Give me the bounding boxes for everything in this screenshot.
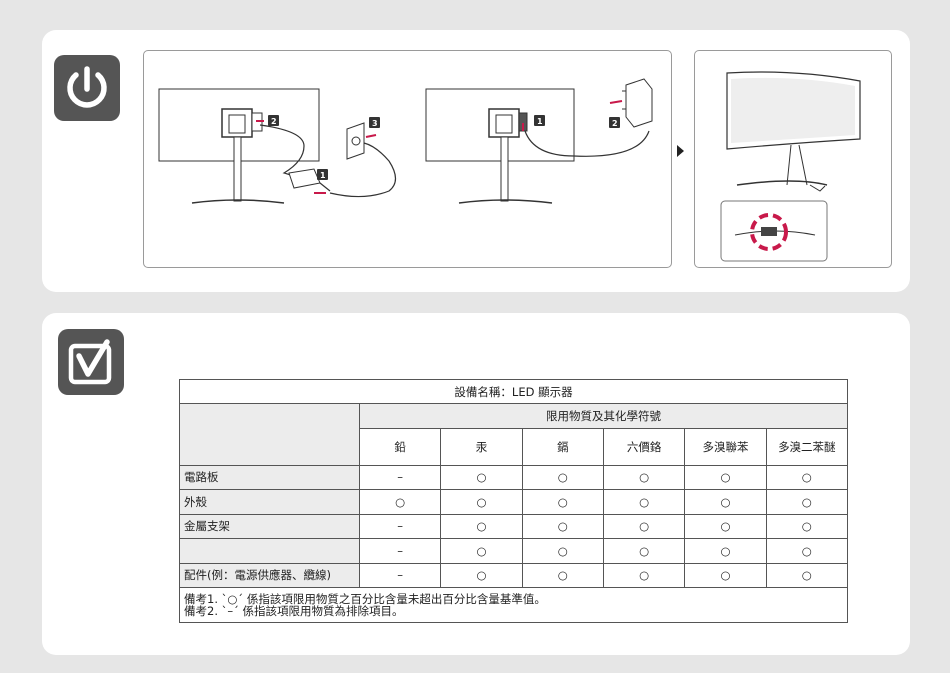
table-row: – ○ ○ ○ ○ ○ — [180, 539, 848, 564]
table-cell: ○ — [766, 514, 847, 539]
substance-header: 鎘 — [522, 428, 603, 465]
svg-text:1: 1 — [320, 171, 326, 180]
table-cell: ○ — [441, 514, 522, 539]
step-badge-2b: 2 — [609, 117, 620, 128]
table-cell: – — [360, 465, 441, 490]
connection-diagram-frame: 2 1 3 — [143, 50, 672, 268]
substance-header: 汞 — [441, 428, 522, 465]
table-cell: ○ — [360, 490, 441, 515]
substance-header: 多溴聯苯 — [685, 428, 766, 465]
table-cell: ○ — [766, 563, 847, 588]
table-cell: ○ — [685, 465, 766, 490]
table-title: 設備名稱：LED 顯示器 — [180, 380, 848, 404]
table-cell: – — [360, 563, 441, 588]
table-cell: ○ — [685, 514, 766, 539]
table-cell: ○ — [522, 563, 603, 588]
notes-cell: 備考1. ˋ○ˊ 係指該項限用物質之百分比含量未超出百分比含量基準值。 備考2.… — [180, 588, 848, 623]
zoom-inset — [721, 201, 827, 261]
table-row: 外殼 ○ ○ ○ ○ ○ ○ — [180, 490, 848, 515]
svg-text:3: 3 — [372, 119, 378, 128]
table-cell: ○ — [522, 490, 603, 515]
connection-diagram: 2 1 3 — [144, 51, 673, 269]
unit-header-cell — [180, 404, 360, 466]
step-badge-1b: 1 — [534, 115, 545, 126]
substance-header: 鉛 — [360, 428, 441, 465]
table-cell: ○ — [441, 490, 522, 515]
table-group-header-row: 限用物質及其化學符號 — [180, 404, 848, 429]
note-line: 備考2. ˋ–ˊ 係指該項限用物質為排除項目。 — [184, 605, 843, 617]
wall-outlet-1 — [347, 123, 376, 159]
table-cell: ○ — [685, 539, 766, 564]
compliance-panel: 設備名稱：LED 顯示器 限用物質及其化學符號 鉛 汞 鎘 六價鉻 多溴聯苯 多… — [42, 313, 910, 655]
table-cell: – — [360, 539, 441, 564]
table-cell: ○ — [603, 514, 684, 539]
table-cell: ○ — [441, 539, 522, 564]
unit-name: 配件(例：電源供應器、纜線) — [180, 563, 360, 588]
table-row: 金屬支架 – ○ ○ ○ ○ ○ — [180, 514, 848, 539]
table-cell: ○ — [603, 539, 684, 564]
step-badge-3: 3 — [369, 117, 380, 128]
svg-text:2: 2 — [271, 117, 277, 126]
table-row: 電路板 – ○ ○ ○ ○ ○ — [180, 465, 848, 490]
step-badge-2a: 2 — [268, 115, 279, 126]
power-button-diagram — [695, 51, 893, 269]
power-badge — [54, 55, 120, 121]
unit-name: 外殼 — [180, 490, 360, 515]
table-cell: ○ — [766, 490, 847, 515]
table-cell: ○ — [522, 539, 603, 564]
table-cell: ○ — [603, 490, 684, 515]
power-icon — [54, 55, 120, 121]
table-cell: ○ — [685, 563, 766, 588]
notes-row: 備考1. ˋ○ˊ 係指該項限用物質之百分比含量未超出百分比含量基準值。 備考2.… — [180, 588, 848, 623]
substance-group-header: 限用物質及其化學符號 — [360, 404, 848, 429]
unit-name — [180, 539, 360, 564]
power-button-diagram-frame — [694, 50, 892, 268]
table-cell: ○ — [522, 465, 603, 490]
table-cell: ○ — [603, 563, 684, 588]
next-step-arrow — [677, 145, 684, 157]
table-title-row: 設備名稱：LED 顯示器 — [180, 380, 848, 404]
svg-text:1: 1 — [537, 117, 543, 126]
curved-monitor — [727, 72, 860, 191]
table-cell: ○ — [766, 539, 847, 564]
substance-header: 六價鉻 — [603, 428, 684, 465]
substance-header: 多溴二苯醚 — [766, 428, 847, 465]
table-cell: ○ — [766, 465, 847, 490]
monitor-back-2 — [426, 89, 574, 203]
table-cell: – — [360, 514, 441, 539]
table-cell: ○ — [603, 465, 684, 490]
unit-name: 金屬支架 — [180, 514, 360, 539]
step-badge-1a: 1 — [317, 169, 328, 180]
checkbox-check-icon — [58, 329, 124, 395]
svg-text:2: 2 — [612, 119, 618, 128]
restricted-substances-table: 設備名稱：LED 顯示器 限用物質及其化學符號 鉛 汞 鎘 六價鉻 多溴聯苯 多… — [179, 379, 848, 623]
table-cell: ○ — [441, 563, 522, 588]
compliance-badge — [58, 329, 124, 395]
table-row: 配件(例：電源供應器、纜線) – ○ ○ ○ ○ ○ — [180, 563, 848, 588]
table-cell: ○ — [441, 465, 522, 490]
table-cell: ○ — [685, 490, 766, 515]
unit-name: 電路板 — [180, 465, 360, 490]
connection-panel: 2 1 3 — [42, 30, 910, 292]
table-cell: ○ — [522, 514, 603, 539]
